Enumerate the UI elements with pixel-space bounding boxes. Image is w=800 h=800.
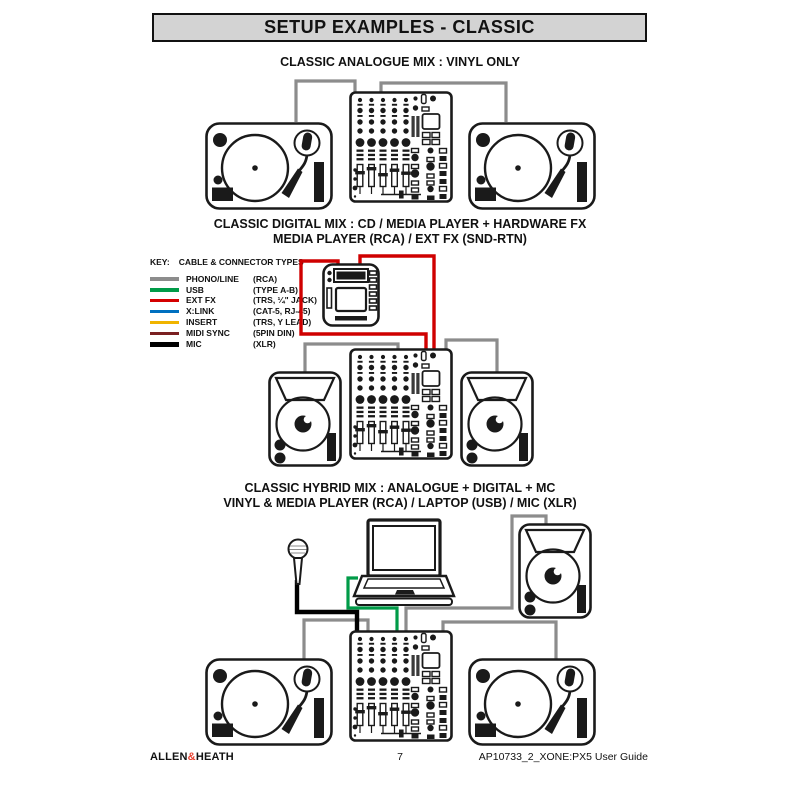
turntable-icon-left (205, 122, 333, 210)
media-player-icon-right (460, 371, 534, 467)
section-title-digital-line1: CLASSIC DIGITAL MIX : CD / MEDIA PLAYER … (213, 217, 587, 231)
diagram-digital-mix (268, 263, 534, 467)
key-title: CABLE & CONNECTOR TYPES (178, 257, 304, 267)
section-title-digital-line2: MEDIA PLAYER (RCA) / EXT FX (SND-RTN) (273, 232, 527, 246)
laptop-icon (352, 518, 456, 607)
key-item-connector: (TRS, Y LEAD) (253, 317, 312, 328)
rca-cable-media-player-hybrid (404, 514, 548, 633)
cable-swatch (150, 277, 179, 281)
cable-swatch (150, 320, 179, 325)
ampersand: & (187, 751, 196, 763)
brand-heath: HEATH (195, 751, 234, 763)
digital-mix-cables (299, 254, 499, 373)
key-item-name: X:LINK (186, 306, 215, 317)
key-item: INSERT (TRS, Y LEAD) (150, 317, 317, 328)
section-title-hybrid-line2: VINYL & MEDIA PLAYER (RCA) / LAPTOP (USB… (223, 496, 577, 510)
media-player-icon-left (268, 371, 342, 467)
key-item-name: MIC (186, 339, 202, 350)
mixer-icon (351, 632, 452, 741)
cable-swatch (150, 298, 179, 303)
key-item-name: USB (186, 284, 204, 295)
key-item-connector: (XLR) (253, 339, 276, 350)
cable-swatch (150, 341, 179, 347)
phono-cable-right-turntable-hybrid (441, 620, 558, 660)
rca-cable-left-media-player (303, 342, 400, 373)
footer-page-number: 7 (397, 751, 403, 763)
section-title-analogue: CLASSIC ANALOGUE MIX : VINYL ONLY (280, 55, 520, 69)
key-item-connector: (CAT-5, RJ-45) (253, 306, 311, 317)
mic-xlr-cable (294, 580, 360, 633)
phono-cable-right-turntable (379, 81, 508, 122)
key-item: USB (TYPE A-B) (150, 284, 317, 295)
hybrid-mix-cables (294, 514, 558, 660)
key-item-name: PHONO/LINE (186, 273, 239, 284)
microphone-icon (287, 538, 309, 585)
phono-cable-left-turntable-hybrid (302, 618, 370, 660)
key-item: EXT FX (TRS, ¼" JACK) (150, 295, 317, 306)
section-title-hybrid-line1: CLASSIC HYBRID MIX : ANALOGUE + DIGITAL … (244, 481, 556, 495)
fx-unit-icon (322, 263, 380, 327)
mixer-icon (351, 93, 452, 202)
turntable-icon-right (468, 122, 596, 210)
ext-fx-send-cable (299, 259, 428, 352)
key-legend: KEY: CABLE & CONNECTOR TYPES PHONO/LINE (R… (150, 258, 317, 350)
key-item-connector: (5PIN DIN) (253, 328, 295, 339)
cable-swatch (150, 309, 179, 314)
key-item: MIDI SYNC (5PIN DIN) (150, 328, 317, 339)
key-item: PHONO/LINE (RCA) (150, 274, 317, 285)
key-item-name: EXT FX (186, 295, 216, 306)
ext-fx-return-cable (358, 254, 436, 352)
rca-cable-right-media-player (444, 338, 499, 373)
key-item: X:LINK (CAT-5, RJ-45) (150, 306, 317, 317)
key-item-name: MIDI SYNC (186, 328, 230, 339)
turntable-icon-right (468, 658, 596, 746)
key-item-name: INSERT (186, 317, 218, 328)
media-player-icon (518, 523, 592, 619)
mixer-icon (351, 350, 452, 459)
footer-brand: ALLEN&HEATH (150, 751, 234, 763)
turntable-icon-left (205, 658, 333, 746)
key-item-connector: (TRS, ¼" JACK) (253, 295, 318, 306)
cable-swatch (150, 288, 179, 292)
phono-cable-left-turntable (294, 79, 357, 122)
cable-swatch (150, 331, 179, 336)
diagram-analogue-mix (205, 93, 596, 210)
key-item: MIC (XLR) (150, 339, 317, 350)
key-items: PHONO/LINE (RCA) USB (TYPE A-B) EXT FX (TRS, … (150, 274, 317, 350)
key-item-connector: (RCA) (253, 273, 278, 284)
key-item-connector: (TYPE A-B) (253, 284, 299, 295)
usb-cable-laptop (346, 576, 399, 633)
diagram-hybrid-mix (205, 518, 596, 746)
key-label: KEY: (150, 257, 170, 267)
footer-doc-ref: AP10733_2_XONE:PX5 User Guide (478, 751, 648, 763)
brand-allen: ALLEN (150, 751, 188, 763)
analogue-mix-cables (294, 79, 508, 122)
page-title-bar: SETUP EXAMPLES - CLASSIC (152, 13, 647, 42)
key-header: KEY: CABLE & CONNECTOR TYPES (150, 258, 317, 267)
page-title: SETUP EXAMPLES - CLASSIC (264, 17, 535, 37)
